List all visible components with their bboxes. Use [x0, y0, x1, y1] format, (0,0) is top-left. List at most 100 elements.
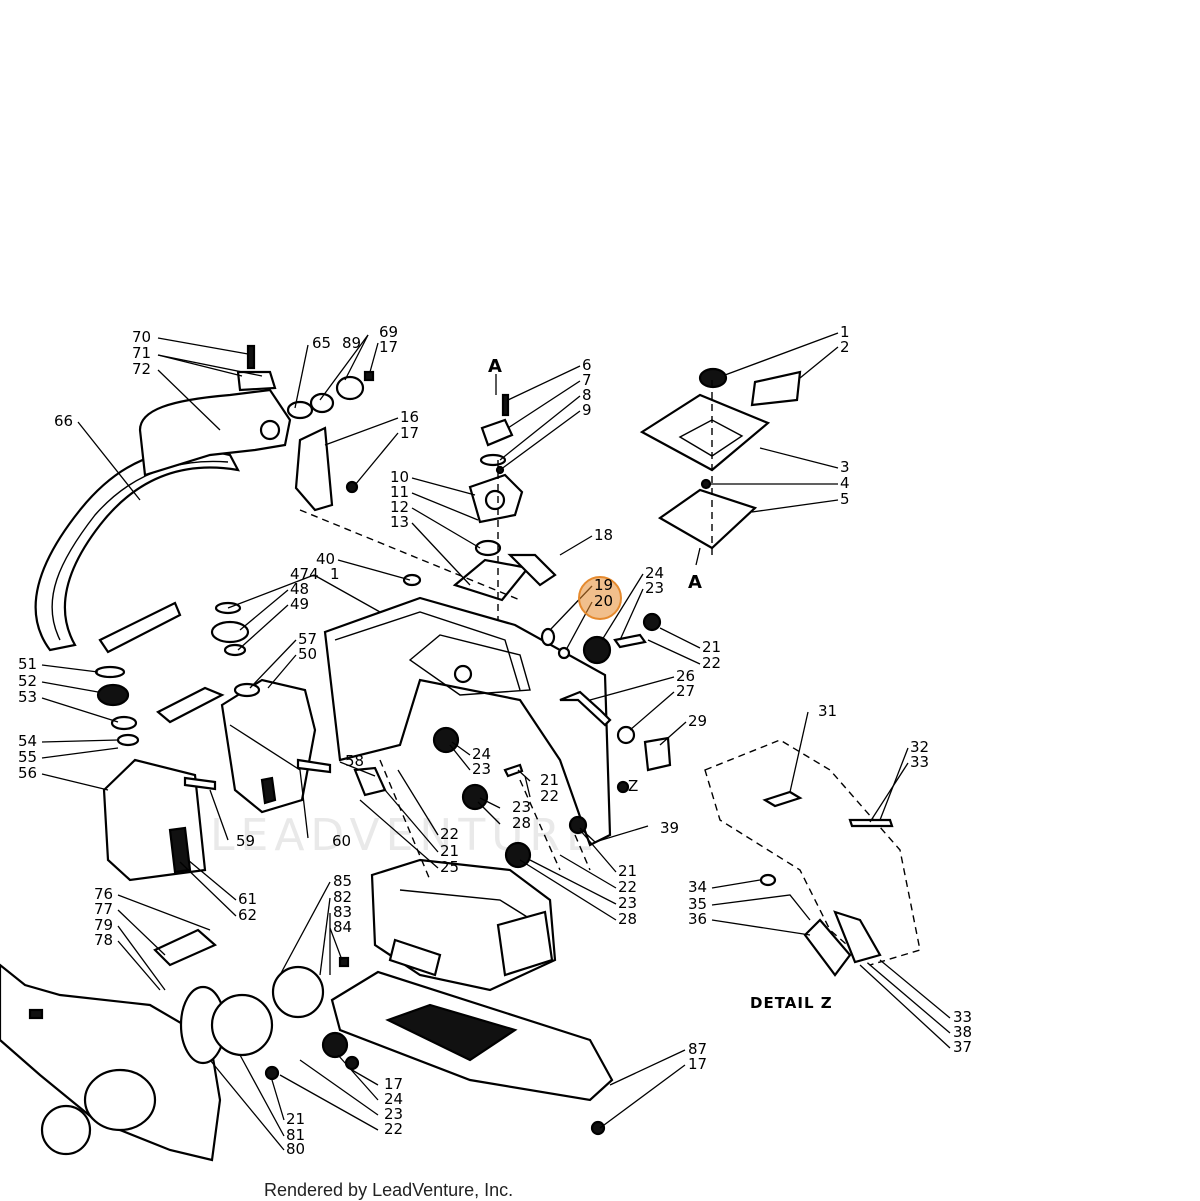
callout-82[interactable]: 82	[333, 888, 352, 906]
callout-85[interactable]: 85	[333, 872, 352, 890]
callout-56[interactable]: 56	[18, 764, 37, 782]
callout-8[interactable]: 8	[582, 386, 592, 404]
callout-28-mid[interactable]: 28	[512, 814, 531, 832]
callout-80[interactable]: 80	[286, 1140, 305, 1158]
callout-49[interactable]: 49	[290, 595, 309, 613]
callout-71[interactable]: 71	[132, 344, 151, 362]
callout-18[interactable]: 18	[594, 526, 613, 544]
callout-48[interactable]: 48	[290, 580, 309, 598]
callout-79[interactable]: 79	[94, 916, 113, 934]
callout-5[interactable]: 5	[840, 490, 850, 508]
callout-24-top[interactable]: 24	[645, 564, 664, 582]
carburetor-assembly	[452, 393, 557, 640]
callout-53[interactable]: 53	[18, 688, 37, 706]
callout-22-right[interactable]: 22	[618, 878, 637, 896]
callout-22-mid[interactable]: 22	[540, 787, 559, 805]
callout-21-bottom[interactable]: 21	[286, 1110, 305, 1128]
callout-13[interactable]: 13	[390, 513, 409, 531]
callout-59[interactable]: 59	[236, 832, 255, 850]
callout-3[interactable]: 3	[840, 458, 850, 476]
callout-65[interactable]: 65	[312, 334, 331, 352]
callout-19[interactable]: 19	[594, 576, 613, 594]
rod-32	[848, 818, 894, 828]
highlight-marker[interactable]	[578, 576, 622, 620]
callout-24-mid[interactable]: 24	[472, 745, 491, 763]
callout-6[interactable]: 6	[582, 356, 592, 374]
callout-23-mid[interactable]: 23	[472, 760, 491, 778]
callout-33-top[interactable]: 33	[910, 753, 929, 771]
callout-66[interactable]: 66	[54, 412, 73, 430]
callout-24-bottom[interactable]: 24	[384, 1090, 403, 1108]
callout-23-bottom[interactable]: 23	[384, 1105, 403, 1123]
callout-23-right[interactable]: 23	[618, 894, 637, 912]
detail-z-parts	[704, 739, 921, 977]
callout-17-bottom[interactable]: 17	[384, 1075, 403, 1093]
callout-70[interactable]: 70	[132, 328, 151, 346]
callout-17-bracket[interactable]: 17	[400, 424, 419, 442]
callout-7[interactable]: 7	[582, 371, 592, 389]
callout-33-bottom[interactable]: 33	[953, 1008, 972, 1026]
callout-39[interactable]: 39	[660, 819, 679, 837]
callout-37[interactable]: 37	[953, 1038, 972, 1056]
callout-z[interactable]: Z	[628, 777, 638, 795]
callout-20[interactable]: 20	[594, 592, 613, 610]
callout-40[interactable]: 40	[316, 550, 335, 568]
callout-76[interactable]: 76	[94, 885, 113, 903]
callout-58[interactable]: 58	[345, 752, 364, 770]
callout-84[interactable]: 84	[333, 918, 352, 936]
callout-51[interactable]: 51	[18, 655, 37, 673]
callout-78[interactable]: 78	[94, 931, 113, 949]
callout-35[interactable]: 35	[688, 895, 707, 913]
pulley-80	[210, 993, 274, 1057]
callout-17-plate[interactable]: 17	[688, 1055, 707, 1073]
callout-17-top[interactable]: 17	[379, 338, 398, 356]
callout-32[interactable]: 32	[910, 738, 929, 756]
callout-9[interactable]: 9	[582, 401, 592, 419]
callout-23-mid2[interactable]: 23	[512, 798, 531, 816]
callout-12[interactable]: 12	[390, 498, 409, 516]
fuel-window-61	[168, 826, 192, 874]
callout-55[interactable]: 55	[18, 748, 37, 766]
callout-29[interactable]: 29	[688, 712, 707, 730]
callout-38[interactable]: 38	[953, 1023, 972, 1041]
callout-50[interactable]: 50	[298, 645, 317, 663]
callout-31[interactable]: 31	[818, 702, 837, 720]
callout-1[interactable]: 1	[840, 323, 850, 341]
callout-23-top[interactable]: 23	[645, 579, 664, 597]
callout-21-right[interactable]: 21	[618, 862, 637, 880]
callout-87[interactable]: 87	[688, 1040, 707, 1058]
callout-62[interactable]: 62	[238, 906, 257, 924]
callout-69[interactable]: 69	[379, 323, 398, 341]
callout-1-housing[interactable]: 1	[330, 565, 340, 583]
callout-16[interactable]: 16	[400, 408, 419, 426]
callout-22-bottom[interactable]: 22	[384, 1120, 403, 1138]
callout-81[interactable]: 81	[286, 1126, 305, 1144]
callout-72[interactable]: 72	[132, 360, 151, 378]
callout-34[interactable]: 34	[688, 878, 707, 896]
callout-25[interactable]: 25	[440, 858, 459, 876]
callout-36[interactable]: 36	[688, 910, 707, 928]
callout-21-low[interactable]: 21	[440, 842, 459, 860]
callout-77[interactable]: 77	[94, 900, 113, 918]
callout-21-top[interactable]: 21	[702, 638, 721, 656]
callout-27[interactable]: 27	[676, 682, 695, 700]
callout-54[interactable]: 54	[18, 732, 37, 750]
callout-21-mid[interactable]: 21	[540, 771, 559, 789]
callout-474[interactable]: 474	[290, 565, 319, 583]
callout-83[interactable]: 83	[333, 903, 352, 921]
callout-28-right[interactable]: 28	[618, 910, 637, 928]
callout-10[interactable]: 10	[390, 468, 409, 486]
callout-11[interactable]: 11	[390, 483, 409, 501]
pin-24a	[613, 633, 647, 649]
callout-89[interactable]: 89	[342, 334, 361, 352]
callout-4[interactable]: 4	[840, 474, 850, 492]
callout-57[interactable]: 57	[298, 630, 317, 648]
callout-26[interactable]: 26	[676, 667, 695, 685]
callout-22-low[interactable]: 22	[440, 825, 459, 843]
callout-2[interactable]: 2	[840, 338, 850, 356]
callout-22-top[interactable]: 22	[702, 654, 721, 672]
callout-61[interactable]: 61	[238, 890, 257, 908]
callout-60[interactable]: 60	[332, 832, 351, 850]
callout-labels: 70 71 72 65 89 69 17 66 16 17 6 7 8 9 10…	[18, 323, 972, 1158]
callout-52[interactable]: 52	[18, 672, 37, 690]
